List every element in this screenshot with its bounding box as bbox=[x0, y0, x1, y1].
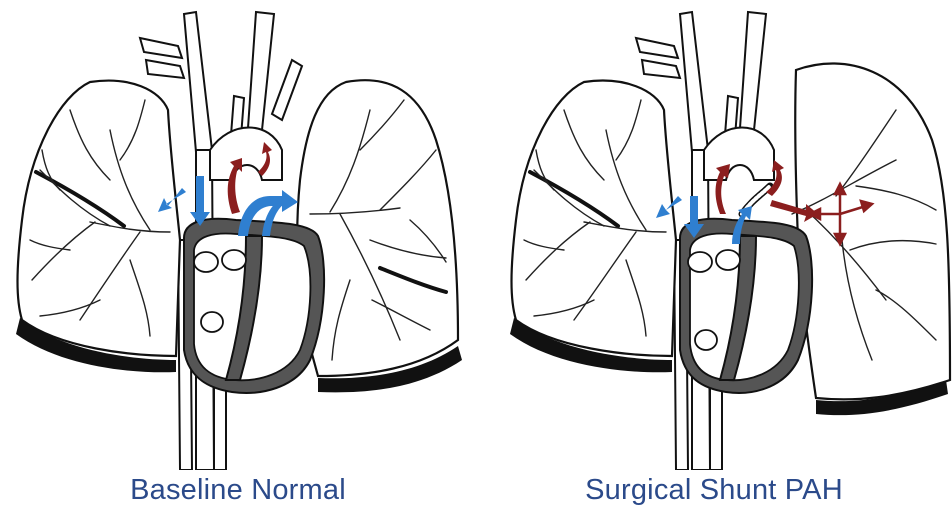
heart bbox=[184, 219, 324, 393]
right-lung bbox=[510, 81, 676, 373]
left-lung bbox=[297, 80, 462, 392]
left-lung-remodeled bbox=[792, 63, 950, 415]
shunt-diagram bbox=[476, 0, 952, 470]
panel-caption: Baseline Normal bbox=[0, 474, 476, 507]
baseline-diagram bbox=[0, 0, 476, 470]
panel-surgical-shunt-pah: Surgical Shunt PAH bbox=[476, 0, 952, 511]
right-lung bbox=[16, 81, 180, 373]
panel-caption: Surgical Shunt PAH bbox=[476, 474, 952, 507]
heart bbox=[680, 219, 812, 393]
panel-baseline-normal: Baseline Normal bbox=[0, 0, 476, 511]
